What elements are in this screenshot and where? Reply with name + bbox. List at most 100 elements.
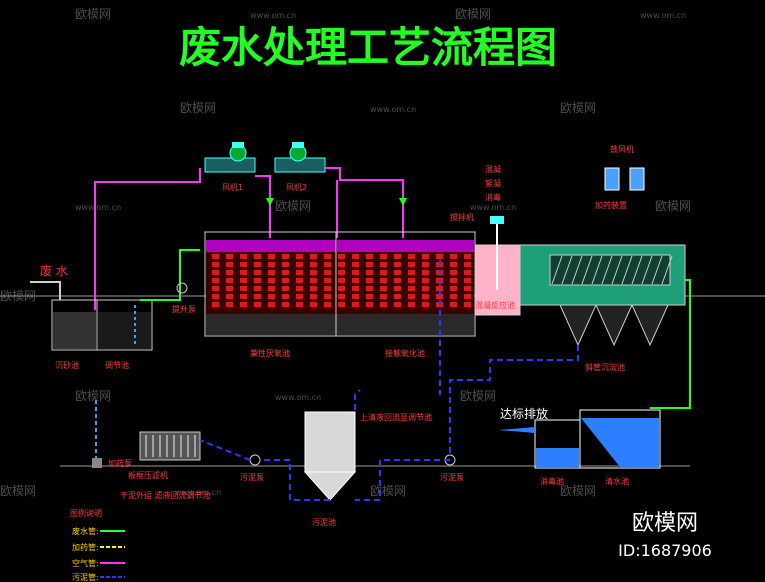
bio-media-block bbox=[324, 294, 331, 299]
bio-media-block bbox=[324, 262, 331, 267]
watermark-brand-9: 欧模网 bbox=[75, 389, 111, 403]
bio-media-block bbox=[464, 294, 471, 299]
bio-media-block bbox=[464, 278, 471, 283]
tube-hatch-line bbox=[661, 255, 673, 285]
watermark-brand-2: 欧模网 bbox=[455, 7, 491, 21]
legend-item-2: 空气管: bbox=[72, 558, 99, 568]
bio-media-block bbox=[268, 270, 275, 275]
bio-media-block bbox=[338, 262, 345, 267]
bio-media-block bbox=[296, 302, 303, 307]
bio-media-block bbox=[268, 294, 275, 299]
bio-media-block bbox=[366, 294, 373, 299]
sludge-tank-label: 污泥池 bbox=[312, 517, 336, 527]
bio-media-block bbox=[226, 278, 233, 283]
dosing-pump-label: 加药泵 bbox=[108, 458, 132, 468]
bio-media-block bbox=[380, 270, 387, 275]
blower2-label: 风机2 bbox=[286, 182, 307, 192]
bio-media-block bbox=[394, 278, 401, 283]
anoxic-tank-top-zone bbox=[206, 240, 336, 252]
bio-media-block bbox=[380, 262, 387, 267]
disinfection-tank-label: 消毒池 bbox=[540, 476, 564, 486]
discharge-label: 达标排放 bbox=[500, 406, 548, 421]
tube-hatch-line bbox=[551, 255, 563, 285]
bio-media-block bbox=[450, 270, 457, 275]
dosing-tank-1 bbox=[604, 167, 620, 191]
filtrate-reflux-label: 干泥外运 滤液回流调节池 bbox=[120, 490, 211, 500]
bio-media-block bbox=[408, 286, 415, 291]
bio-media-block bbox=[212, 254, 219, 259]
settler-hopper-1 bbox=[559, 304, 597, 347]
bio-media-block bbox=[352, 294, 359, 299]
equalization-tank bbox=[96, 299, 153, 351]
bio-media-block bbox=[282, 270, 289, 275]
bio-media-block bbox=[380, 286, 387, 291]
tube-hatch-line bbox=[611, 255, 623, 285]
bio-media-block bbox=[464, 254, 471, 259]
tank-bottom-sludge bbox=[206, 314, 474, 335]
bio-media-block bbox=[366, 286, 373, 291]
air-valves bbox=[266, 198, 407, 206]
bio-media-block bbox=[226, 262, 233, 267]
bio-media-block bbox=[366, 270, 373, 275]
legend-item-3: 污泥管: bbox=[72, 572, 99, 582]
watermark-brand-4: 欧模网 bbox=[560, 101, 596, 115]
bio-media-block bbox=[408, 262, 415, 267]
bio-media-block bbox=[366, 302, 373, 307]
bio-media-block bbox=[422, 294, 429, 299]
bio-media-block bbox=[450, 302, 457, 307]
sludge-tank-hopper bbox=[303, 471, 357, 501]
bio-media-block bbox=[296, 278, 303, 283]
tube-hatch-line bbox=[571, 255, 583, 285]
watermark-brand-10: 欧模网 bbox=[460, 389, 496, 403]
watermark-logo-text: 欧模网 bbox=[632, 511, 698, 536]
inlet-pipe bbox=[30, 281, 61, 300]
bio-media-block bbox=[366, 254, 373, 259]
bio-media-block bbox=[394, 302, 401, 307]
blower1-label: 风机1 bbox=[222, 182, 243, 192]
bio-media-block bbox=[240, 278, 247, 283]
bio-media-block bbox=[324, 270, 331, 275]
equalization-tank-label: 调节池 bbox=[105, 360, 129, 370]
bio-media-block bbox=[296, 262, 303, 267]
sludge-pump-icon bbox=[249, 454, 261, 466]
bio-media-block bbox=[282, 302, 289, 307]
sludge-tank bbox=[304, 411, 356, 473]
bio-media-block bbox=[408, 302, 415, 307]
watermark-brand-11: 欧模网 bbox=[0, 484, 36, 498]
bio-media-block bbox=[310, 294, 317, 299]
lift-pump-icon bbox=[176, 282, 188, 294]
bio-media-block bbox=[226, 294, 233, 299]
bio-media-block bbox=[282, 254, 289, 259]
bio-media-block bbox=[394, 262, 401, 267]
inclined-tubes bbox=[549, 254, 671, 286]
bio-media-block bbox=[212, 302, 219, 307]
settler-sludge-pipe bbox=[449, 345, 579, 455]
bio-media-block bbox=[338, 254, 345, 259]
watermark-url-3: www.om.cn bbox=[370, 105, 416, 114]
bio-media-block bbox=[338, 302, 345, 307]
bio-media-block bbox=[254, 270, 261, 275]
bio-media-block bbox=[450, 278, 457, 283]
bio-media-block bbox=[296, 294, 303, 299]
sludge-to-tank-pipe bbox=[355, 459, 450, 501]
anoxic-tank-label: 兼性厌氧池 bbox=[250, 348, 290, 358]
tube-hatch bbox=[551, 255, 673, 285]
bio-media-block bbox=[310, 270, 317, 275]
bio-media-block bbox=[310, 254, 317, 259]
bio-media-block bbox=[254, 278, 261, 283]
bio-media-block bbox=[380, 294, 387, 299]
bio-media-block bbox=[240, 286, 247, 291]
bio-media-block bbox=[240, 254, 247, 259]
clear-water-tank bbox=[579, 409, 661, 469]
bio-media-block bbox=[268, 286, 275, 291]
dosing-vertical-label-group: 混凝 絮凝 消毒 bbox=[485, 164, 501, 202]
bio-media-block bbox=[422, 278, 429, 283]
bio-media-block bbox=[394, 286, 401, 291]
bio-media-block bbox=[324, 286, 331, 291]
bio-media-block bbox=[422, 286, 429, 291]
lift-pump-label: 提升泵 bbox=[172, 304, 196, 314]
bio-media-block bbox=[226, 302, 233, 307]
bio-media-block bbox=[212, 294, 219, 299]
